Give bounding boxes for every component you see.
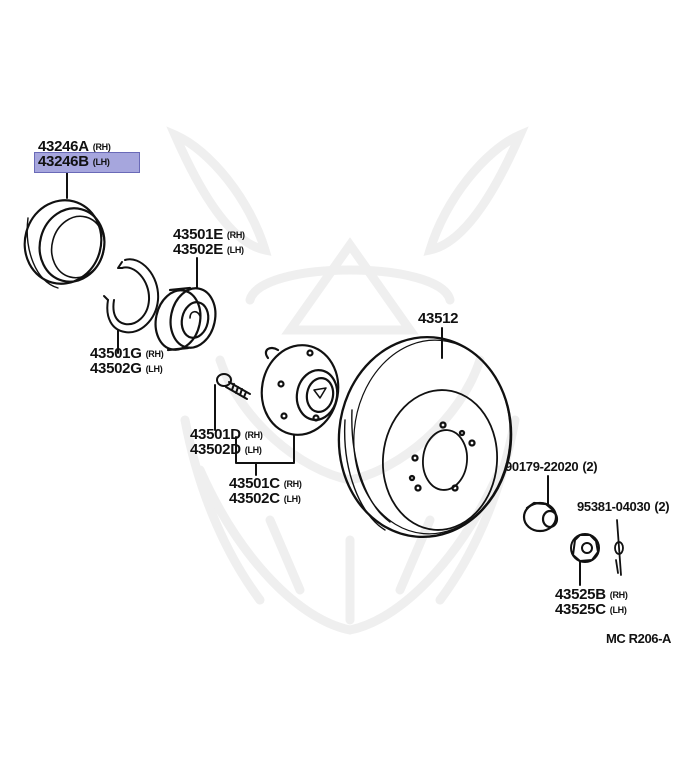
part-label-43501C[interactable]: 43501C(RH) <box>229 475 302 492</box>
part-label-43525C[interactable]: 43525C(LH) <box>555 601 627 618</box>
nut-lock-cap-drawing <box>570 533 600 563</box>
part-label-43525B[interactable]: 43525B(RH) <box>555 586 628 603</box>
disc-rotor-drawing <box>337 335 513 539</box>
hub-nut-drawing <box>522 501 559 533</box>
part-label-43502E[interactable]: 43502E(LH) <box>173 241 244 258</box>
bearing-cover-drawing <box>23 199 106 289</box>
part-label-43512[interactable]: 43512 <box>418 310 459 327</box>
part-label-43501G[interactable]: 43501G(RH) <box>90 345 164 362</box>
part-label-43502C[interactable]: 43502C(LH) <box>229 490 301 507</box>
part-label-43502D[interactable]: 43502D(LH) <box>190 441 262 458</box>
diagram-code: MC R206-A <box>606 631 672 646</box>
watermark-logo <box>166 126 529 635</box>
snap-ring-drawing <box>103 258 160 334</box>
part-label-90179-22020[interactable]: 90179-22020(2) <box>505 459 598 474</box>
hub-bolt-drawing <box>216 373 251 400</box>
part-label-43246A[interactable]: 43246A(RH) <box>38 138 111 155</box>
hub-drawing <box>260 344 340 436</box>
highlight-43246B[interactable] <box>34 152 140 173</box>
part-label-43501D[interactable]: 43501D(RH) <box>190 426 263 443</box>
bearing-drawing <box>154 286 217 352</box>
part-label-43501E[interactable]: 43501E(RH) <box>173 226 245 243</box>
part-label-95381-04030[interactable]: 95381-04030(2) <box>577 499 670 514</box>
cotter-pin-drawing <box>614 519 624 576</box>
part-label-43502G[interactable]: 43502G(LH) <box>90 360 163 377</box>
part-label-43246B[interactable]: 43246B(LH) <box>38 153 110 170</box>
